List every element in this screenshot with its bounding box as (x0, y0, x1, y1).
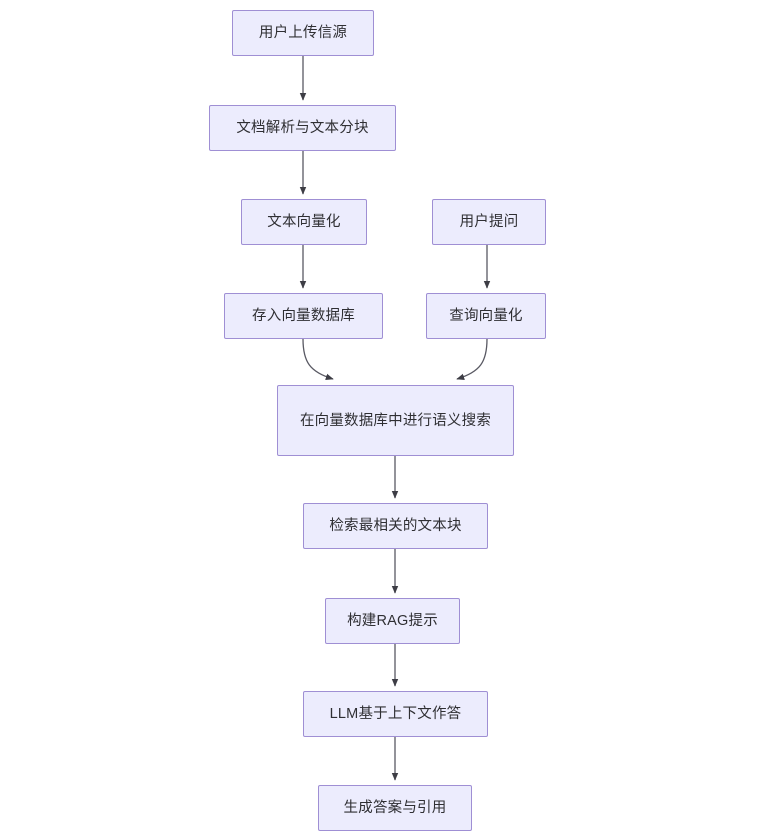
flow-node-n5[interactable]: 存入向量数据库 (224, 293, 383, 339)
flow-node-label: LLM基于上下文作答 (329, 706, 462, 722)
flow-node-label: 文本向量化 (267, 214, 341, 230)
flow-edge-n5-to-n7 (302, 338, 334, 381)
flow-node-label: 查询向量化 (449, 308, 523, 324)
flow-node-n7[interactable]: 在向量数据库中进行语义搜索 (277, 385, 514, 456)
flow-node-n9[interactable]: 构建RAG提示 (325, 598, 460, 644)
flow-node-n3[interactable]: 文本向量化 (241, 199, 367, 245)
flow-node-label: 构建RAG提示 (347, 613, 438, 629)
flow-node-label: 在向量数据库中进行语义搜索 (299, 412, 492, 429)
flow-node-label: 生成答案与引用 (343, 800, 447, 816)
flow-node-n4[interactable]: 用户提问 (432, 199, 546, 245)
flow-node-label: 文档解析与文本分块 (236, 120, 369, 136)
flow-node-n2[interactable]: 文档解析与文本分块 (209, 105, 396, 151)
flow-node-n1[interactable]: 用户上传信源 (232, 10, 374, 56)
flow-node-label: 检索最相关的文本块 (329, 518, 462, 534)
flow-node-n8[interactable]: 检索最相关的文本块 (303, 503, 488, 549)
flow-node-label: 用户上传信源 (258, 25, 348, 41)
flow-node-n6[interactable]: 查询向量化 (426, 293, 546, 339)
flow-node-n11[interactable]: 生成答案与引用 (318, 785, 472, 831)
flow-node-n10[interactable]: LLM基于上下文作答 (303, 691, 488, 737)
flow-node-label: 存入向量数据库 (252, 308, 355, 324)
flow-edge-n6-to-n7 (456, 338, 488, 381)
flow-node-label: 用户提问 (459, 214, 519, 230)
